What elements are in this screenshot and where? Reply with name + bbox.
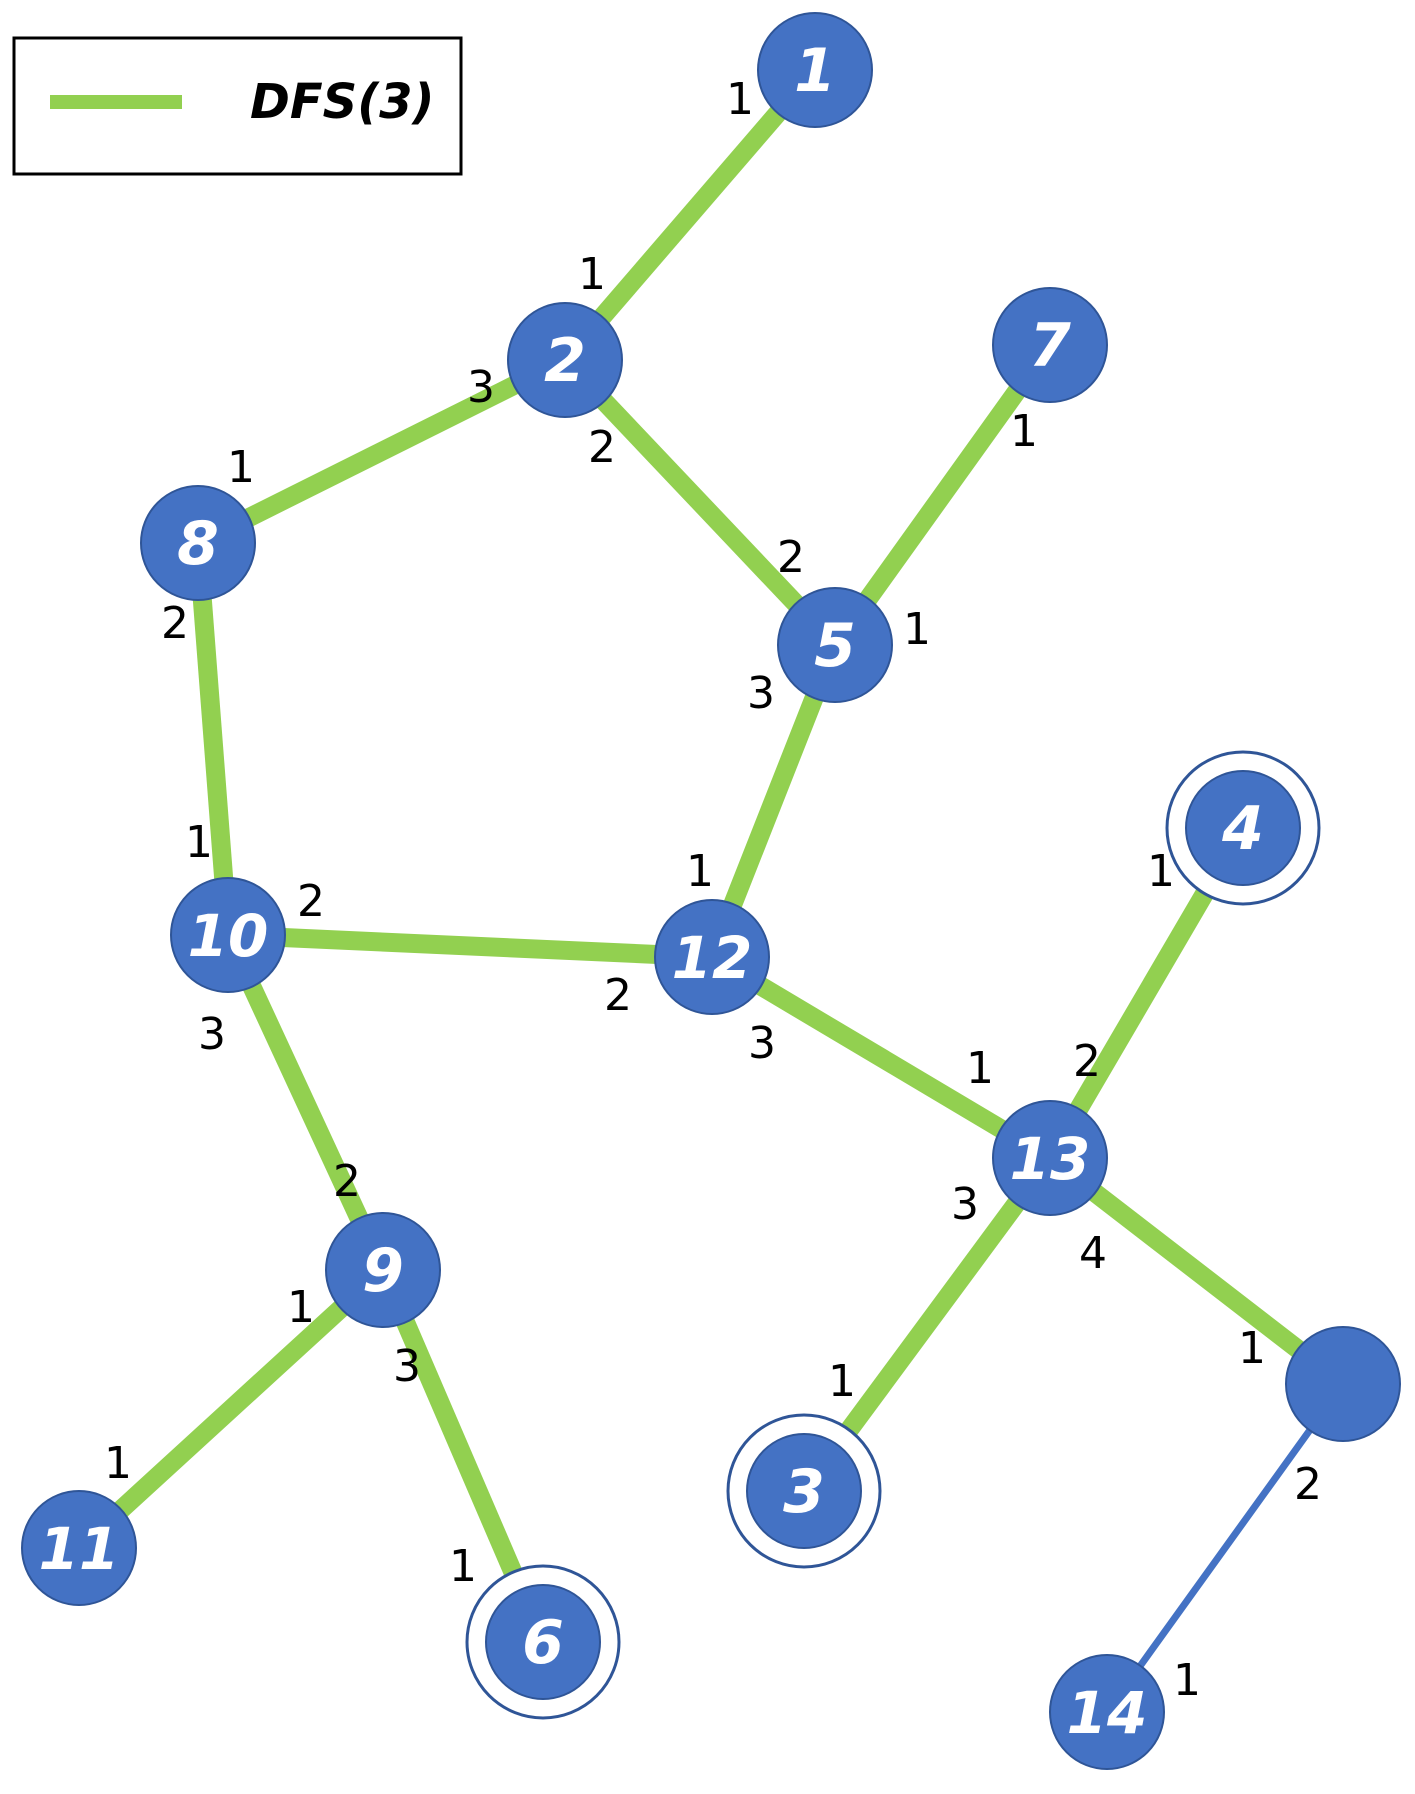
- edge-n10-n9: [219, 931, 392, 1274]
- port-label-n2-n8-at-n8: 1: [227, 442, 255, 493]
- edge-n2-n8: [193, 351, 570, 552]
- port-label-n7-n5-at-n5: 1: [903, 604, 931, 655]
- port-label-n10-n12-at-n12: 2: [604, 970, 632, 1021]
- node-n4: 4: [1165, 750, 1321, 906]
- node-label-n14: 14: [1067, 1679, 1148, 1747]
- node-circle-n10: [170, 877, 286, 993]
- port-label-n2-n8-at-n2: 3: [467, 362, 495, 413]
- node-label-n5: 5: [814, 611, 856, 681]
- port-label-n12-n13-at-n13: 1: [966, 1043, 994, 1094]
- port-label-n2-n5-at-n5: 2: [777, 532, 805, 583]
- node-label-n2: 2: [544, 326, 586, 396]
- node-n12: 12: [654, 899, 770, 1015]
- node-n2: 2: [507, 302, 623, 418]
- port-label-n1-n2-at-n2: 1: [578, 249, 606, 300]
- port-label-n10-n12-at-n10: 2: [297, 876, 325, 927]
- node-n5: 5: [777, 587, 893, 703]
- node-n8: 8: [140, 485, 256, 601]
- edge-n1-n2: [557, 63, 823, 367]
- node-n14: 14: [1049, 1654, 1165, 1770]
- port-label-n13-n3-at-n3: 1: [828, 1356, 856, 1407]
- node-label-n3: 3: [783, 1457, 825, 1527]
- port-label-n10-n9-at-n10: 3: [198, 1009, 226, 1060]
- node-circle-n8: [140, 485, 256, 601]
- node-n3: 3: [726, 1413, 882, 1569]
- port-label-n7-n5-at-n7: 1: [1010, 406, 1038, 457]
- node-circle-n3: [746, 1433, 862, 1549]
- port-label-n8-n10-at-n10: 1: [185, 817, 213, 868]
- edge-n12-n13: [707, 948, 1055, 1167]
- node-label-n13: 13: [1010, 1125, 1091, 1193]
- node-label-n12: 12: [672, 924, 753, 992]
- node-label-n11: 11: [39, 1515, 120, 1583]
- edge-n9-n11: [72, 1262, 390, 1556]
- port-label-n2-n5-at-n2: 2: [588, 422, 616, 473]
- port-label-n9-n6-at-n9: 3: [393, 1341, 421, 1392]
- node-n1: 1: [757, 12, 873, 128]
- port-label-n13-n15-at-n15: 1: [1238, 1323, 1266, 1374]
- edge-n13-n15: [1044, 1150, 1349, 1392]
- node-circle-n14: [1049, 1654, 1165, 1770]
- node-circle-n6: [485, 1584, 601, 1700]
- node-n11: 11: [21, 1490, 137, 1606]
- port-label-n15-n14-at-n14: 1: [1173, 1655, 1201, 1706]
- edge-n8-n10: [188, 542, 238, 936]
- node-circle-n11: [21, 1490, 137, 1606]
- port-label-n13-n3-at-n13: 3: [951, 1179, 979, 1230]
- node-label-n6: 6: [522, 1608, 564, 1678]
- edge-n10-n12: [227, 925, 713, 967]
- node-n7: 7: [992, 287, 1108, 403]
- node-label-n9: 9: [362, 1236, 404, 1306]
- node-circle-n9: [325, 1212, 441, 1328]
- node-circle-n15: [1285, 1326, 1401, 1442]
- node-label-n7: 7: [1029, 311, 1071, 381]
- port-label-n1-n2-at-n1: 1: [726, 74, 754, 125]
- node-circle-n1: [757, 12, 873, 128]
- port-label-n9-n11-at-n9: 1: [287, 1282, 315, 1333]
- node-n10: 10: [170, 877, 286, 993]
- node-circle-n7: [992, 287, 1108, 403]
- edge-n7-n5: [827, 339, 1058, 651]
- port-label-n13-n15-at-n13: 4: [1079, 1228, 1107, 1279]
- edge-n2-n5: [558, 353, 842, 652]
- port-label-n15-n14-at-n15: 2: [1294, 1459, 1322, 1510]
- node-n15: [1285, 1326, 1401, 1442]
- port-label-n8-n10-at-n8: 2: [161, 598, 189, 649]
- node-circle-n2: [507, 302, 623, 418]
- edge-n15-n14: [1104, 1381, 1346, 1715]
- port-label-n4-n13-at-n13: 2: [1073, 1036, 1101, 1087]
- node-label-n4: 4: [1221, 794, 1264, 864]
- node-n9: 9: [325, 1212, 441, 1328]
- node-n13: 13: [992, 1100, 1108, 1216]
- node-circle-n4: [1185, 770, 1301, 886]
- port-label-n9-n11-at-n11: 1: [104, 1438, 132, 1489]
- node-circle-n13: [992, 1100, 1108, 1216]
- node-n6: 6: [465, 1564, 621, 1720]
- node-circle-n12: [654, 899, 770, 1015]
- port-label-n5-n12-at-n5: 3: [747, 668, 775, 719]
- port-label-n5-n12-at-n12: 1: [686, 846, 714, 897]
- port-label-n12-n13-at-n12: 3: [748, 1018, 776, 1069]
- legend-label: DFS(3): [250, 74, 434, 130]
- node-label-n8: 8: [177, 509, 219, 579]
- node-circle-n5: [777, 587, 893, 703]
- node-label-n10: 10: [188, 902, 269, 970]
- node-label-n1: 1: [794, 36, 836, 106]
- legend: DFS(3): [12, 36, 463, 176]
- port-label-n9-n6-at-n6: 1: [449, 1541, 477, 1592]
- port-label-n10-n9-at-n9: 2: [333, 1156, 361, 1207]
